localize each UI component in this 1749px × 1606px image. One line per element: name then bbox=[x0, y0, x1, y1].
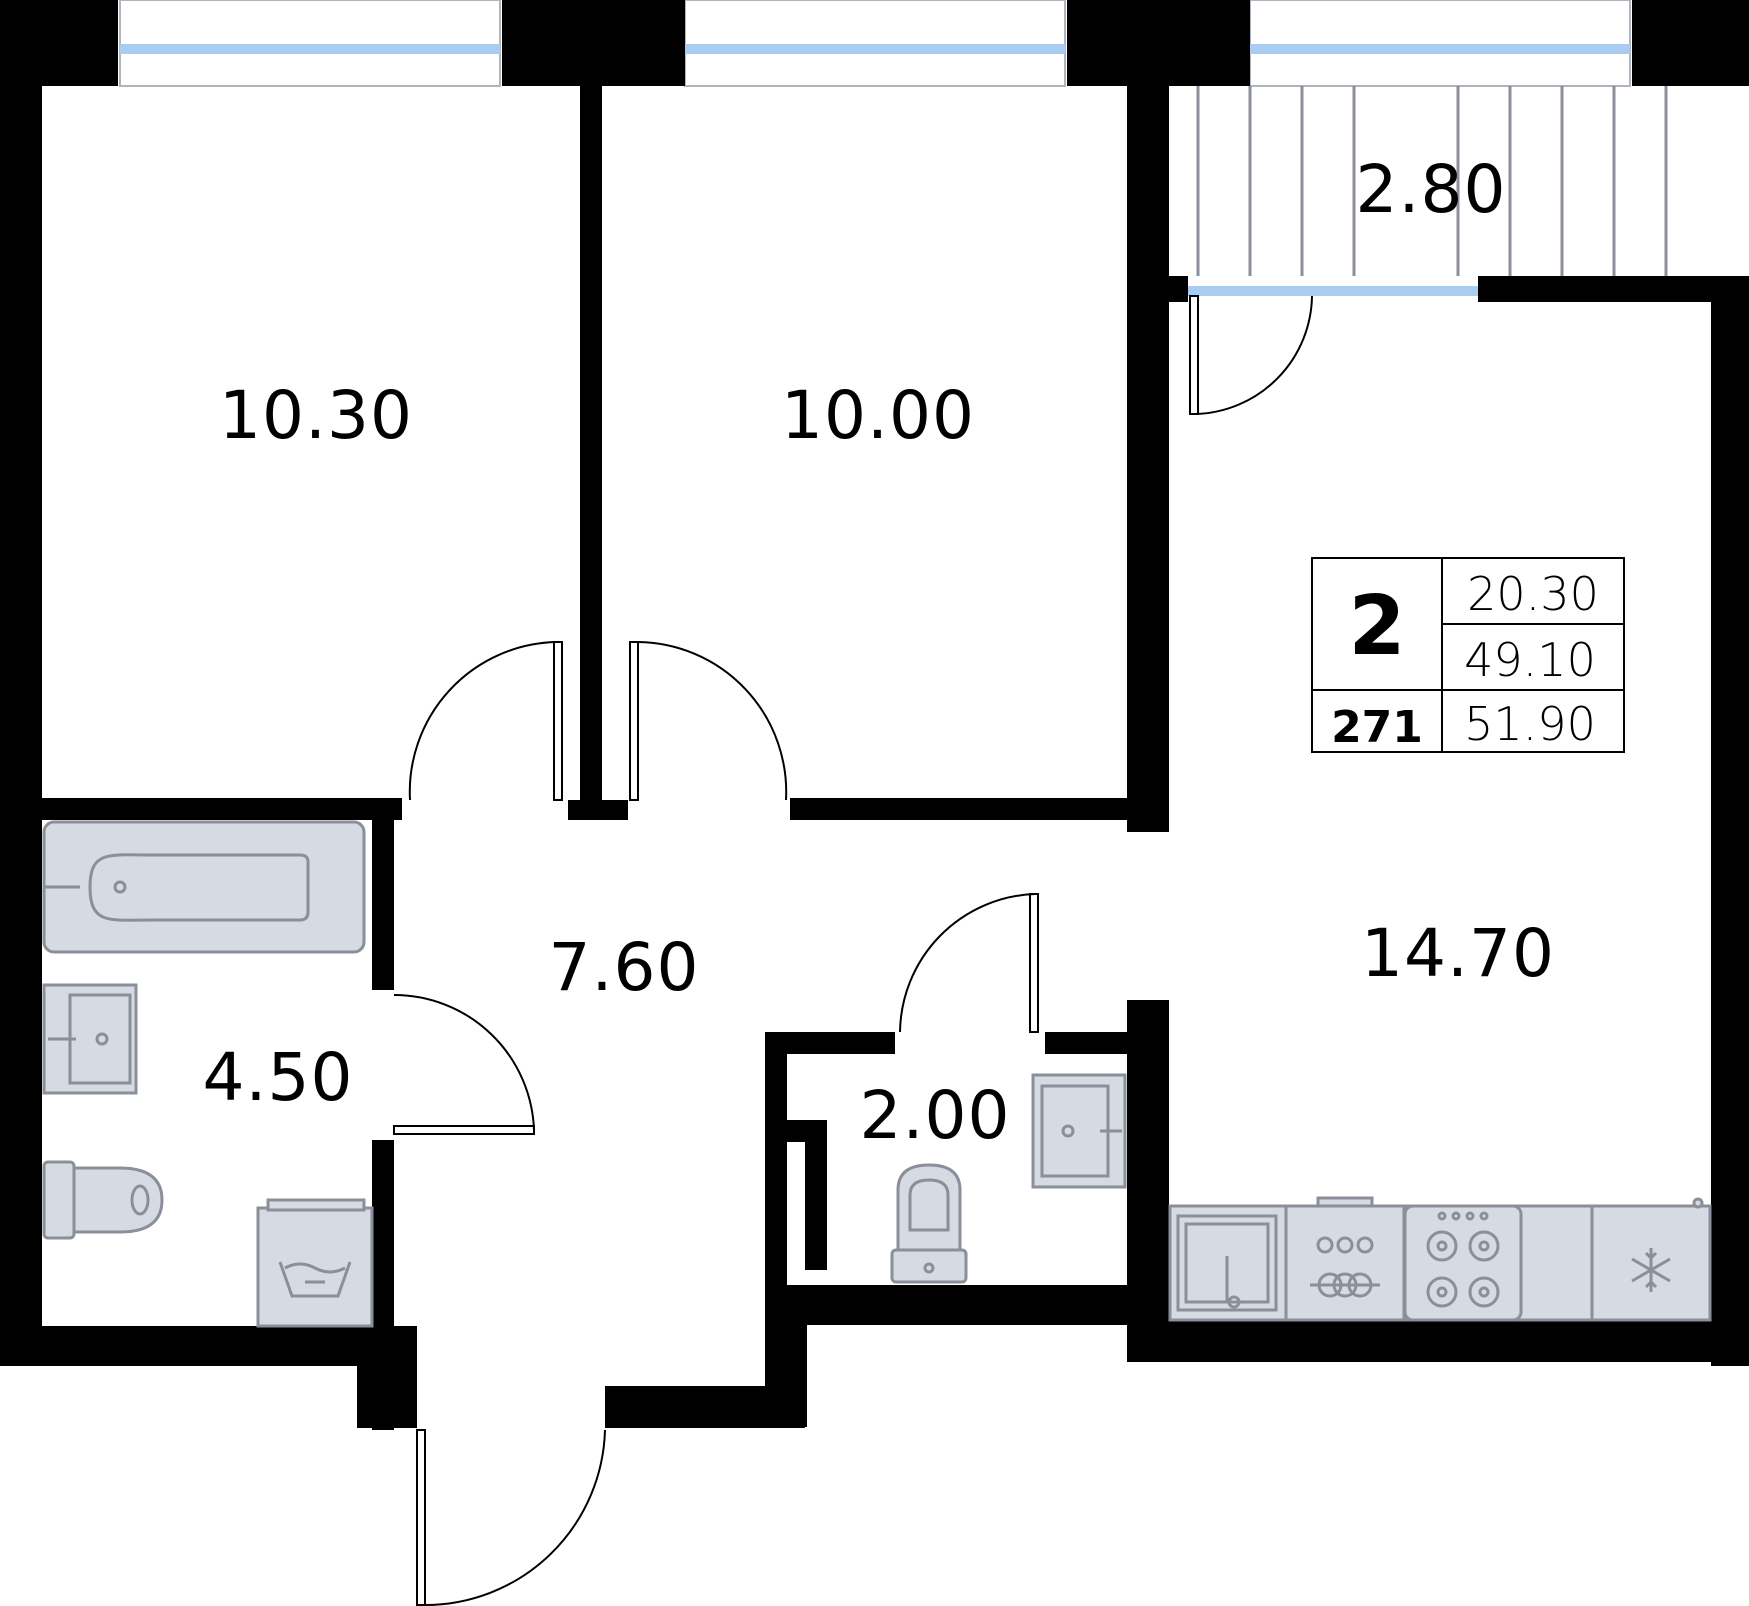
total-area: 49.10 bbox=[1464, 633, 1596, 687]
stove-burners-icon bbox=[1403, 1204, 1523, 1322]
kitchen-sink-icon bbox=[1176, 1214, 1278, 1312]
area-bathroom: 4.50 bbox=[203, 1039, 354, 1116]
wc-fixtures bbox=[890, 1073, 1127, 1284]
balcony bbox=[1196, 86, 1668, 276]
snowflake-icon bbox=[1590, 1197, 1712, 1322]
area-with-balcony: 51.90 bbox=[1464, 697, 1596, 751]
kitchen-units bbox=[1168, 1196, 1712, 1322]
bathtub-icon bbox=[42, 820, 366, 954]
living-area: 20.30 bbox=[1467, 567, 1599, 621]
windows bbox=[119, 0, 1631, 296]
area-bedroom-middle: 10.00 bbox=[781, 377, 975, 454]
bathroom-fixtures bbox=[42, 820, 374, 1328]
toilet-icon bbox=[42, 1160, 164, 1240]
area-balcony: 2.80 bbox=[1356, 151, 1507, 228]
area-bedroom-left: 10.30 bbox=[219, 377, 413, 454]
rooms-count: 2 bbox=[1348, 579, 1405, 674]
area-toilet: 2.00 bbox=[860, 1077, 1011, 1154]
washing-machine-icon bbox=[256, 1198, 374, 1328]
summary-box: 2 271 20.30 49.10 51.90 bbox=[1311, 557, 1625, 753]
dishwasher-icon bbox=[1284, 1196, 1406, 1322]
doors bbox=[393, 295, 1313, 1606]
apartment-number: 271 bbox=[1331, 702, 1423, 753]
wc-toilet-icon bbox=[890, 1163, 968, 1284]
walls bbox=[0, 0, 1749, 1430]
area-kitchen-living: 14.70 bbox=[1361, 915, 1555, 992]
sink-icon bbox=[42, 983, 138, 1095]
wc-sink-icon bbox=[1031, 1073, 1127, 1189]
area-hallway: 7.60 bbox=[549, 929, 700, 1006]
